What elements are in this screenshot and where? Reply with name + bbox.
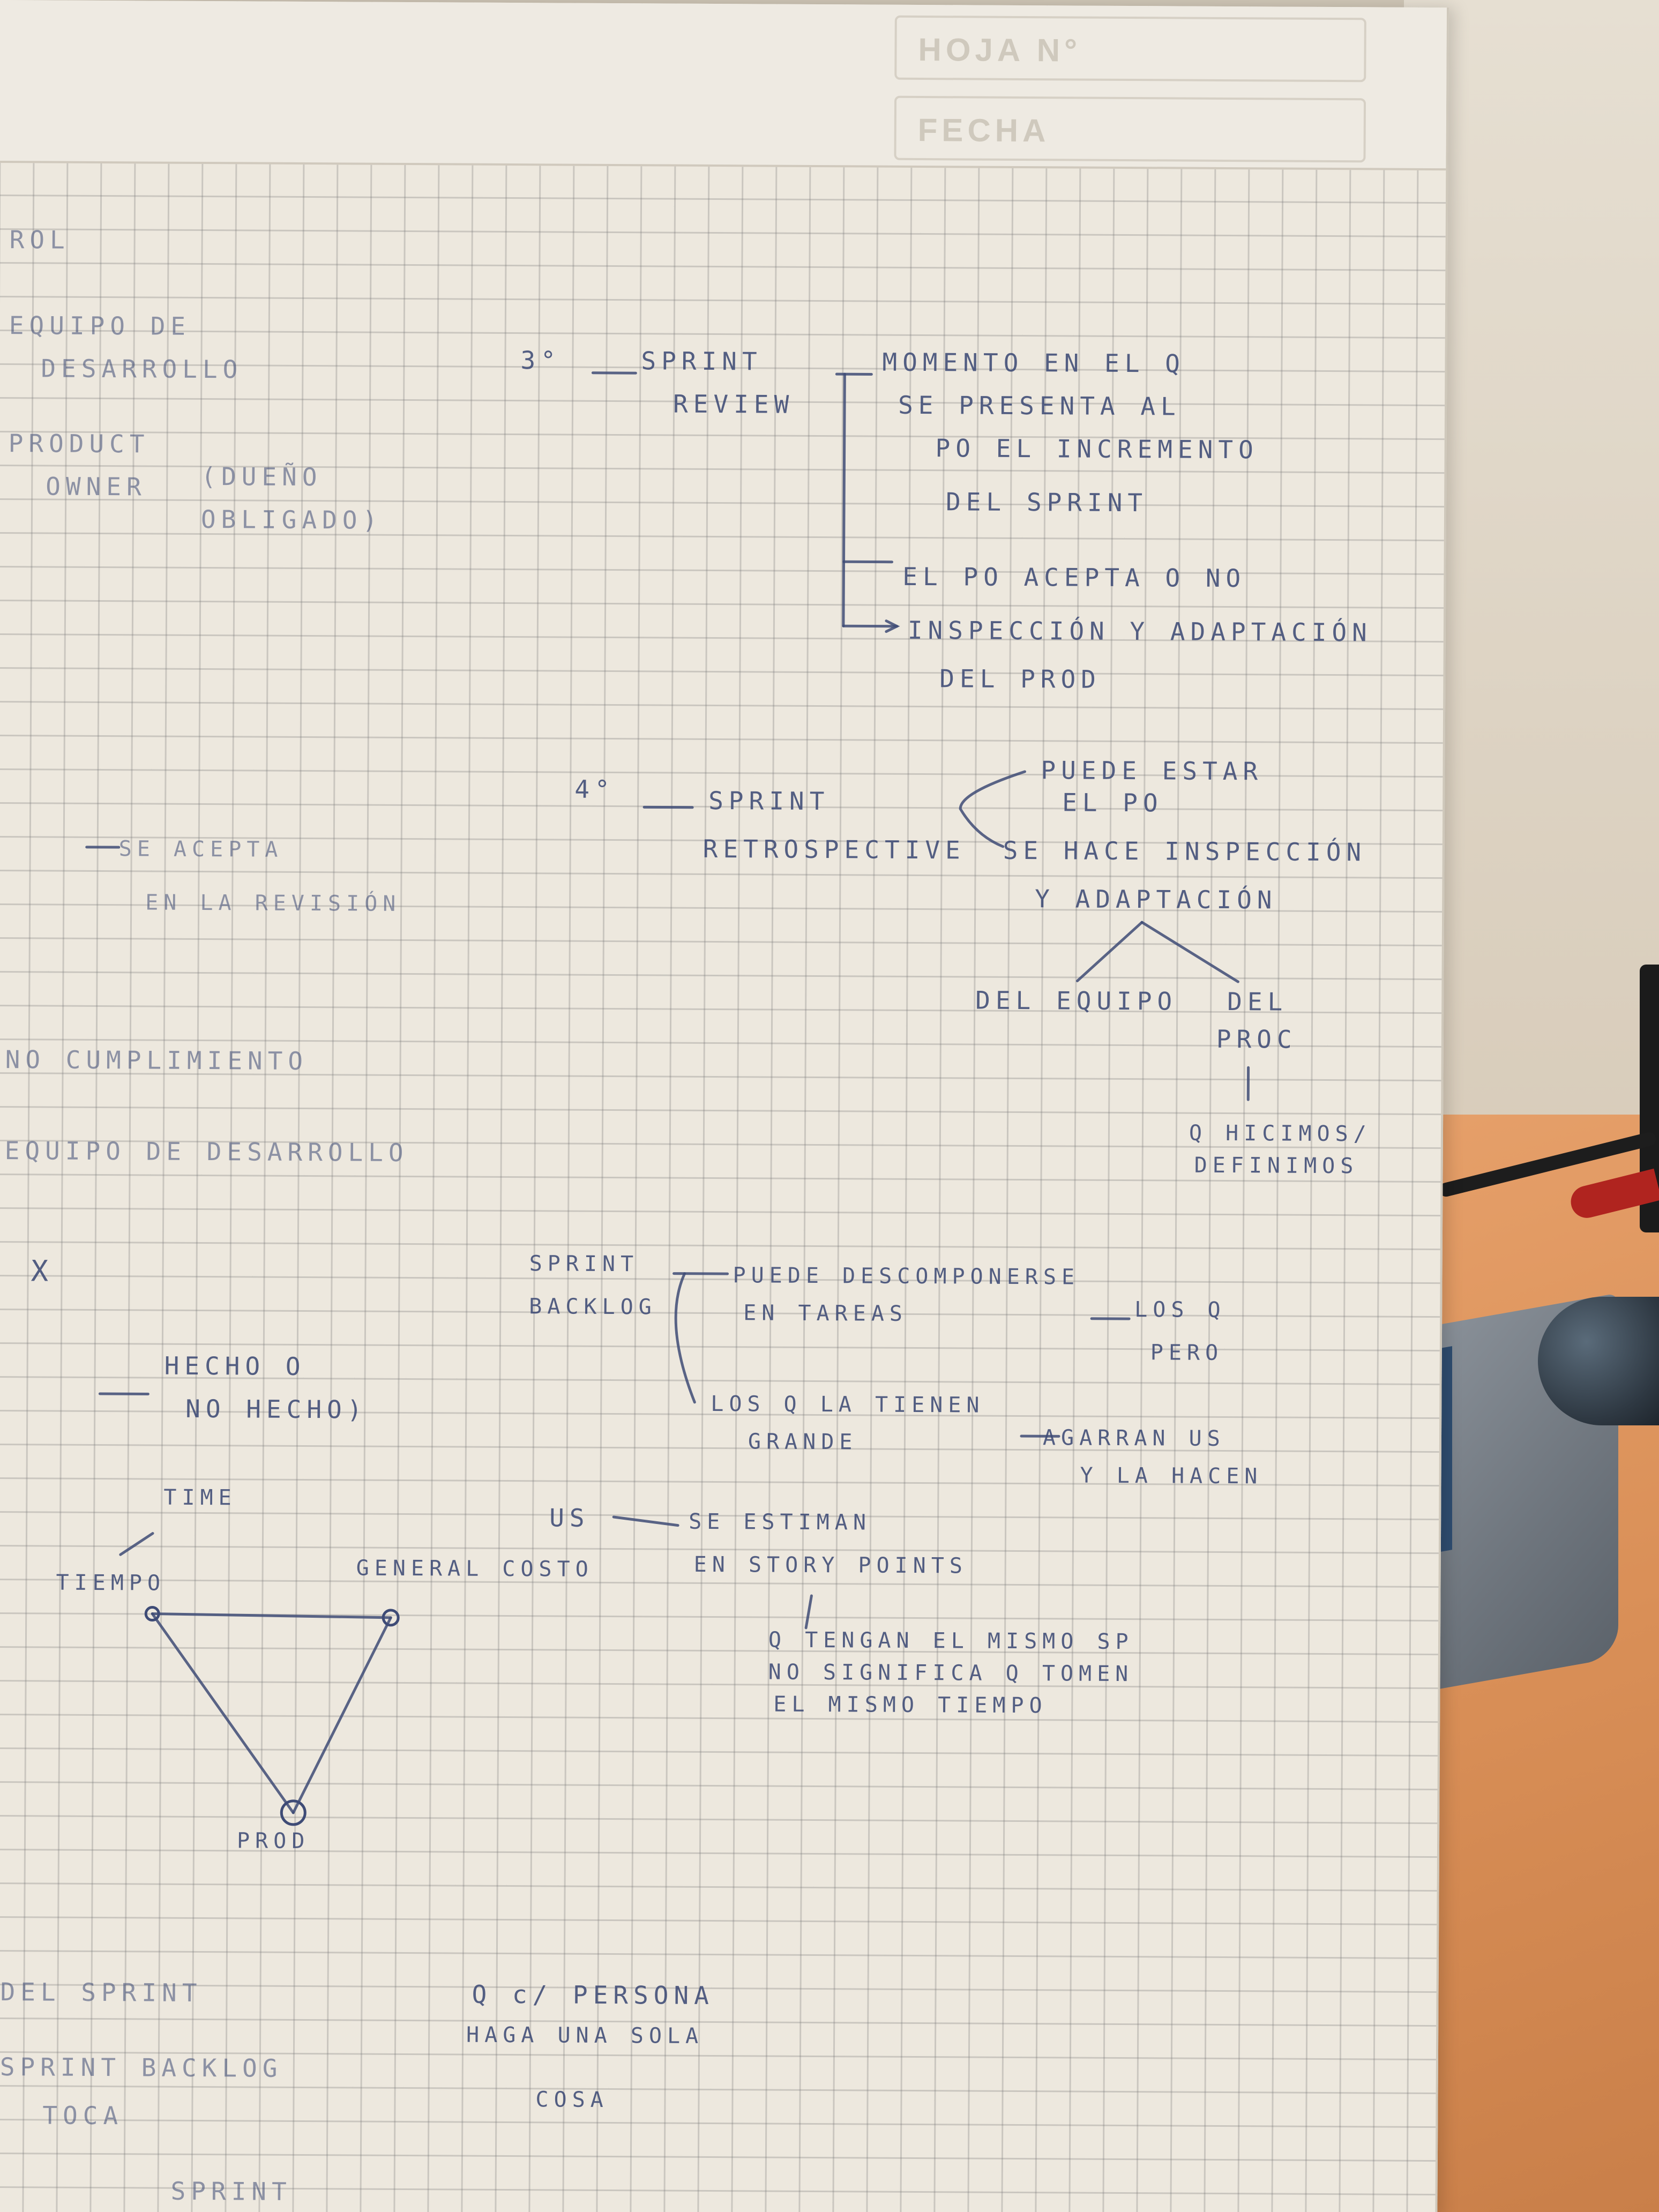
arrow-line bbox=[119, 1532, 154, 1556]
sprint-retro-item: DEL EQUIPO bbox=[975, 985, 1178, 1016]
bottom-note: HAGA UNA SOLA bbox=[466, 2022, 704, 2049]
fork-curve bbox=[959, 770, 1026, 848]
backlog-bracket-curve bbox=[674, 1272, 696, 1404]
computer-mouse bbox=[1538, 1297, 1659, 1425]
sprint-review-item: INSPECCIÓN Y ADAPTACIÓN bbox=[907, 615, 1372, 647]
us-item: Q TENGAN EL MISMO SP bbox=[768, 1627, 1134, 1655]
sprint-retro-item: PUEDE ESTAR bbox=[1041, 756, 1264, 786]
note-left: OBLIGADO) bbox=[200, 504, 383, 535]
us-item: NO SIGNIFICA Q TOMEN bbox=[768, 1660, 1134, 1687]
ink-strokes bbox=[85, 371, 1250, 1826]
sprint-retro-item: DEL bbox=[1227, 987, 1288, 1017]
sprint-backlog-item: Y LA HACEN bbox=[1080, 1463, 1263, 1489]
sprint-review-number: 3° bbox=[520, 346, 562, 375]
note-left: HECHO O bbox=[164, 1351, 306, 1381]
note-left: NO CUMPLIMIENTO bbox=[5, 1045, 309, 1076]
triangle-edge bbox=[292, 1616, 392, 1814]
sprint-backlog-item: LOS Q bbox=[1134, 1297, 1226, 1323]
note-left: (DUEÑO bbox=[201, 461, 323, 492]
sprint-retro-item: DEFINIMOS bbox=[1194, 1153, 1359, 1179]
sprint-backlog-item: PUEDE DESCOMPONERSE bbox=[733, 1263, 1080, 1290]
retro-branch bbox=[1140, 921, 1239, 983]
note-left: NO HECHO) bbox=[185, 1394, 368, 1424]
note-left: TOCA bbox=[42, 2101, 124, 2131]
us-title: US bbox=[549, 1503, 590, 1533]
sprint-backlog-title: BACKLOG bbox=[529, 1294, 657, 1320]
arrow-line bbox=[804, 1594, 813, 1630]
note-left: DESARROLLO bbox=[41, 354, 243, 384]
note-left: SPRINT BACKLOG bbox=[0, 2052, 283, 2083]
sprint-backlog-item: AGARRAN US bbox=[1042, 1425, 1225, 1452]
triangle-node bbox=[144, 1606, 160, 1622]
note-left: EN LA REVISIÓN bbox=[145, 890, 401, 916]
sprint-backlog-item: GRANDE bbox=[748, 1429, 858, 1455]
sprint-retro-title: SPRINT bbox=[708, 786, 830, 816]
sprint-backlog-item: PERO bbox=[1150, 1340, 1224, 1365]
sprint-retro-item: Q HICIMOS/ bbox=[1189, 1120, 1372, 1147]
hoja-box: HOJA N° bbox=[894, 15, 1366, 83]
triangle-edge bbox=[151, 1612, 392, 1619]
sprint-review-item: SE PRESENTA AL bbox=[898, 390, 1181, 421]
note-left: PROD bbox=[236, 1828, 310, 1854]
note-left: GENERAL COSTO bbox=[356, 1556, 594, 1582]
sheet-header: HOJA N° FECHA bbox=[0, 0, 1447, 171]
arrow-line bbox=[612, 1515, 679, 1527]
us-item: EL MISMO TIEMPO bbox=[773, 1692, 1048, 1718]
sprint-retro-item: EL PO bbox=[1062, 788, 1163, 818]
note-left: OWNER bbox=[46, 472, 147, 502]
bracket-vertical bbox=[842, 372, 846, 627]
fecha-label: FECHA bbox=[917, 111, 1050, 149]
sprint-backlog-item: EN TAREAS bbox=[743, 1301, 908, 1326]
bottom-note: COSA bbox=[535, 2087, 609, 2113]
note-left: DEL SPRINT bbox=[0, 1977, 203, 2008]
sprint-retro-title: RETROSPECTIVE bbox=[703, 834, 966, 865]
sprint-review-item: MOMENTO EN EL Q bbox=[882, 347, 1186, 378]
sprint-review-title: REVIEW bbox=[672, 389, 795, 419]
sprint-review-title: SPRINT bbox=[641, 346, 763, 376]
sprint-backlog-item: LOS Q LA TIENEN bbox=[711, 1391, 985, 1418]
arrow-head bbox=[885, 619, 900, 633]
retro-branch bbox=[1075, 921, 1144, 983]
sprint-review-item: DEL SPRINT bbox=[945, 487, 1148, 518]
note-left: TIEMPO bbox=[56, 1570, 166, 1596]
sprint-review-item: EL PO ACEPTA O NO bbox=[902, 562, 1246, 593]
sprint-backlog-title: SPRINT bbox=[529, 1251, 639, 1277]
triangle-node bbox=[280, 1799, 307, 1826]
triangle-node bbox=[382, 1609, 400, 1627]
note-left: TIME bbox=[163, 1485, 237, 1511]
note-left: X bbox=[31, 1254, 54, 1288]
note-left: EQUIPO DE DESARROLLO bbox=[4, 1136, 409, 1168]
sprint-retro-item: Y ADAPTACIÓN bbox=[1035, 884, 1277, 915]
bottom-note: Q c/ PERSONA bbox=[472, 1979, 715, 2011]
note-left: SPRINT bbox=[170, 2176, 292, 2206]
fecha-box: FECHA bbox=[894, 95, 1366, 163]
sprint-retro-item: SE HACE INSPECCIÓN bbox=[1003, 835, 1367, 867]
note-left: PRODUCT bbox=[8, 429, 150, 459]
sprint-review-item: DEL PROD bbox=[939, 664, 1102, 694]
note-left: SE ACEPTA bbox=[118, 836, 283, 862]
hoja-label: HOJA N° bbox=[918, 31, 1082, 69]
sprint-review-item: PO EL INCREMENTO bbox=[935, 434, 1259, 465]
triangle-edge bbox=[151, 1612, 295, 1814]
note-left: ROL bbox=[9, 225, 70, 255]
us-item: SE ESTIMAN bbox=[689, 1509, 872, 1535]
graph-paper-sheet: HOJA N° FECHA ROL EQUIPO DE DESARROLLO P… bbox=[0, 0, 1449, 2212]
sprint-retro-item: PROC bbox=[1216, 1024, 1297, 1054]
note-left: EQUIPO DE bbox=[9, 311, 191, 341]
sprint-retro-number: 4° bbox=[574, 774, 615, 804]
us-item: EN STORY POINTS bbox=[693, 1552, 968, 1579]
